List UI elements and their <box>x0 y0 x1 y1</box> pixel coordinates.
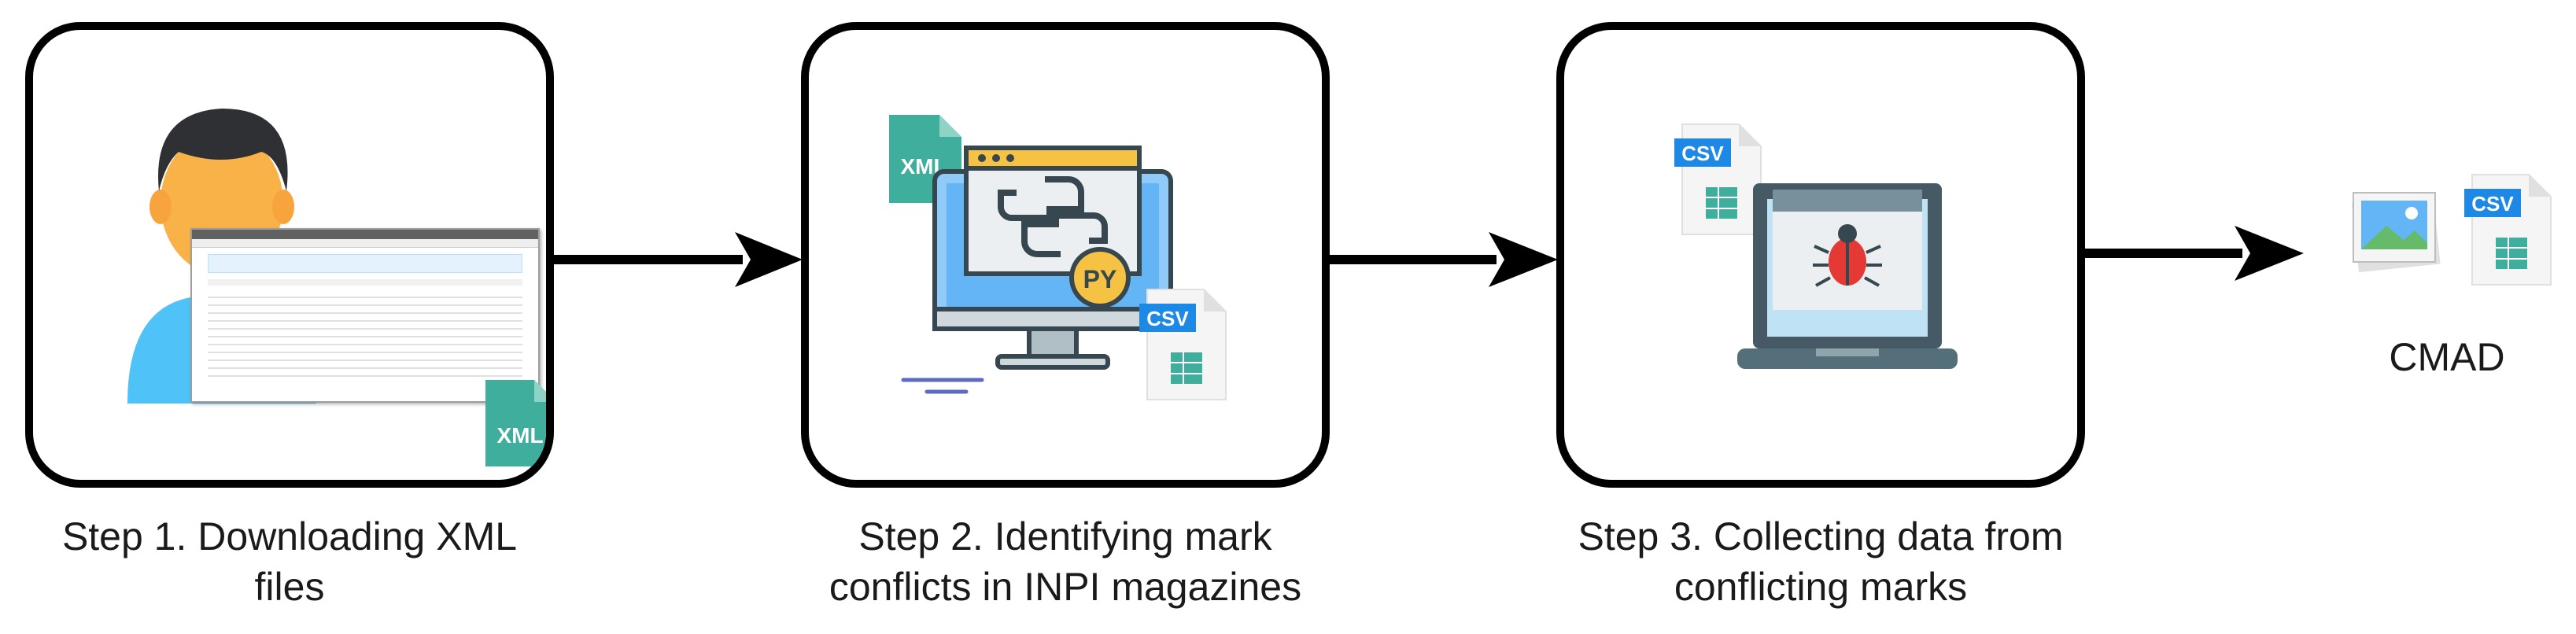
py-badge-label: PY <box>1083 265 1117 293</box>
step-2-box: XML PY CSV <box>801 22 1330 488</box>
step-3-caption: Step 3. Collecting data from conflicting… <box>1506 511 2135 612</box>
step-2-caption: Step 2. Identifying mark conflicts in IN… <box>751 511 1380 612</box>
xml-file-icon: XML <box>485 380 546 466</box>
step-3-box: CSV <box>1556 22 2085 488</box>
step-1-box: XML <box>25 22 554 488</box>
csv-badge-label: CSV <box>1681 142 1724 165</box>
xml-badge-label: XML <box>496 423 543 448</box>
caption-line: conflicting marks <box>1674 565 1968 609</box>
caption-line: files <box>254 565 325 609</box>
caption-line: Step 1. Downloading XML <box>61 514 518 558</box>
caption-line: Step 2. Identifying mark <box>858 514 1272 558</box>
caption-line: conflicts in INPI magazines <box>829 565 1302 609</box>
csv-badge-label: CSV <box>2471 192 2514 216</box>
laptop-bug-icon <box>1737 183 1958 369</box>
step-1-caption: Step 1. Downloading XML files <box>0 511 604 612</box>
arrow-step3-to-output <box>2085 226 2304 281</box>
caption-line: Step 3. Collecting data from <box>1578 514 2064 558</box>
arrow-step1-to-step2 <box>554 232 803 287</box>
image-icon <box>2351 192 2441 273</box>
inpi-webpage-thumbnail <box>190 228 540 403</box>
csv-file-icon: CSV <box>1674 123 1762 235</box>
arrow-step2-to-step3 <box>1330 232 1558 287</box>
csv-badge-label: CSV <box>1146 307 1189 330</box>
output-label: CMAD <box>2389 335 2505 379</box>
csv-file-icon: CSV <box>2464 174 2552 286</box>
python-monitor-icon: PY <box>901 146 1173 394</box>
csv-file-icon: CSV <box>1139 289 1227 400</box>
